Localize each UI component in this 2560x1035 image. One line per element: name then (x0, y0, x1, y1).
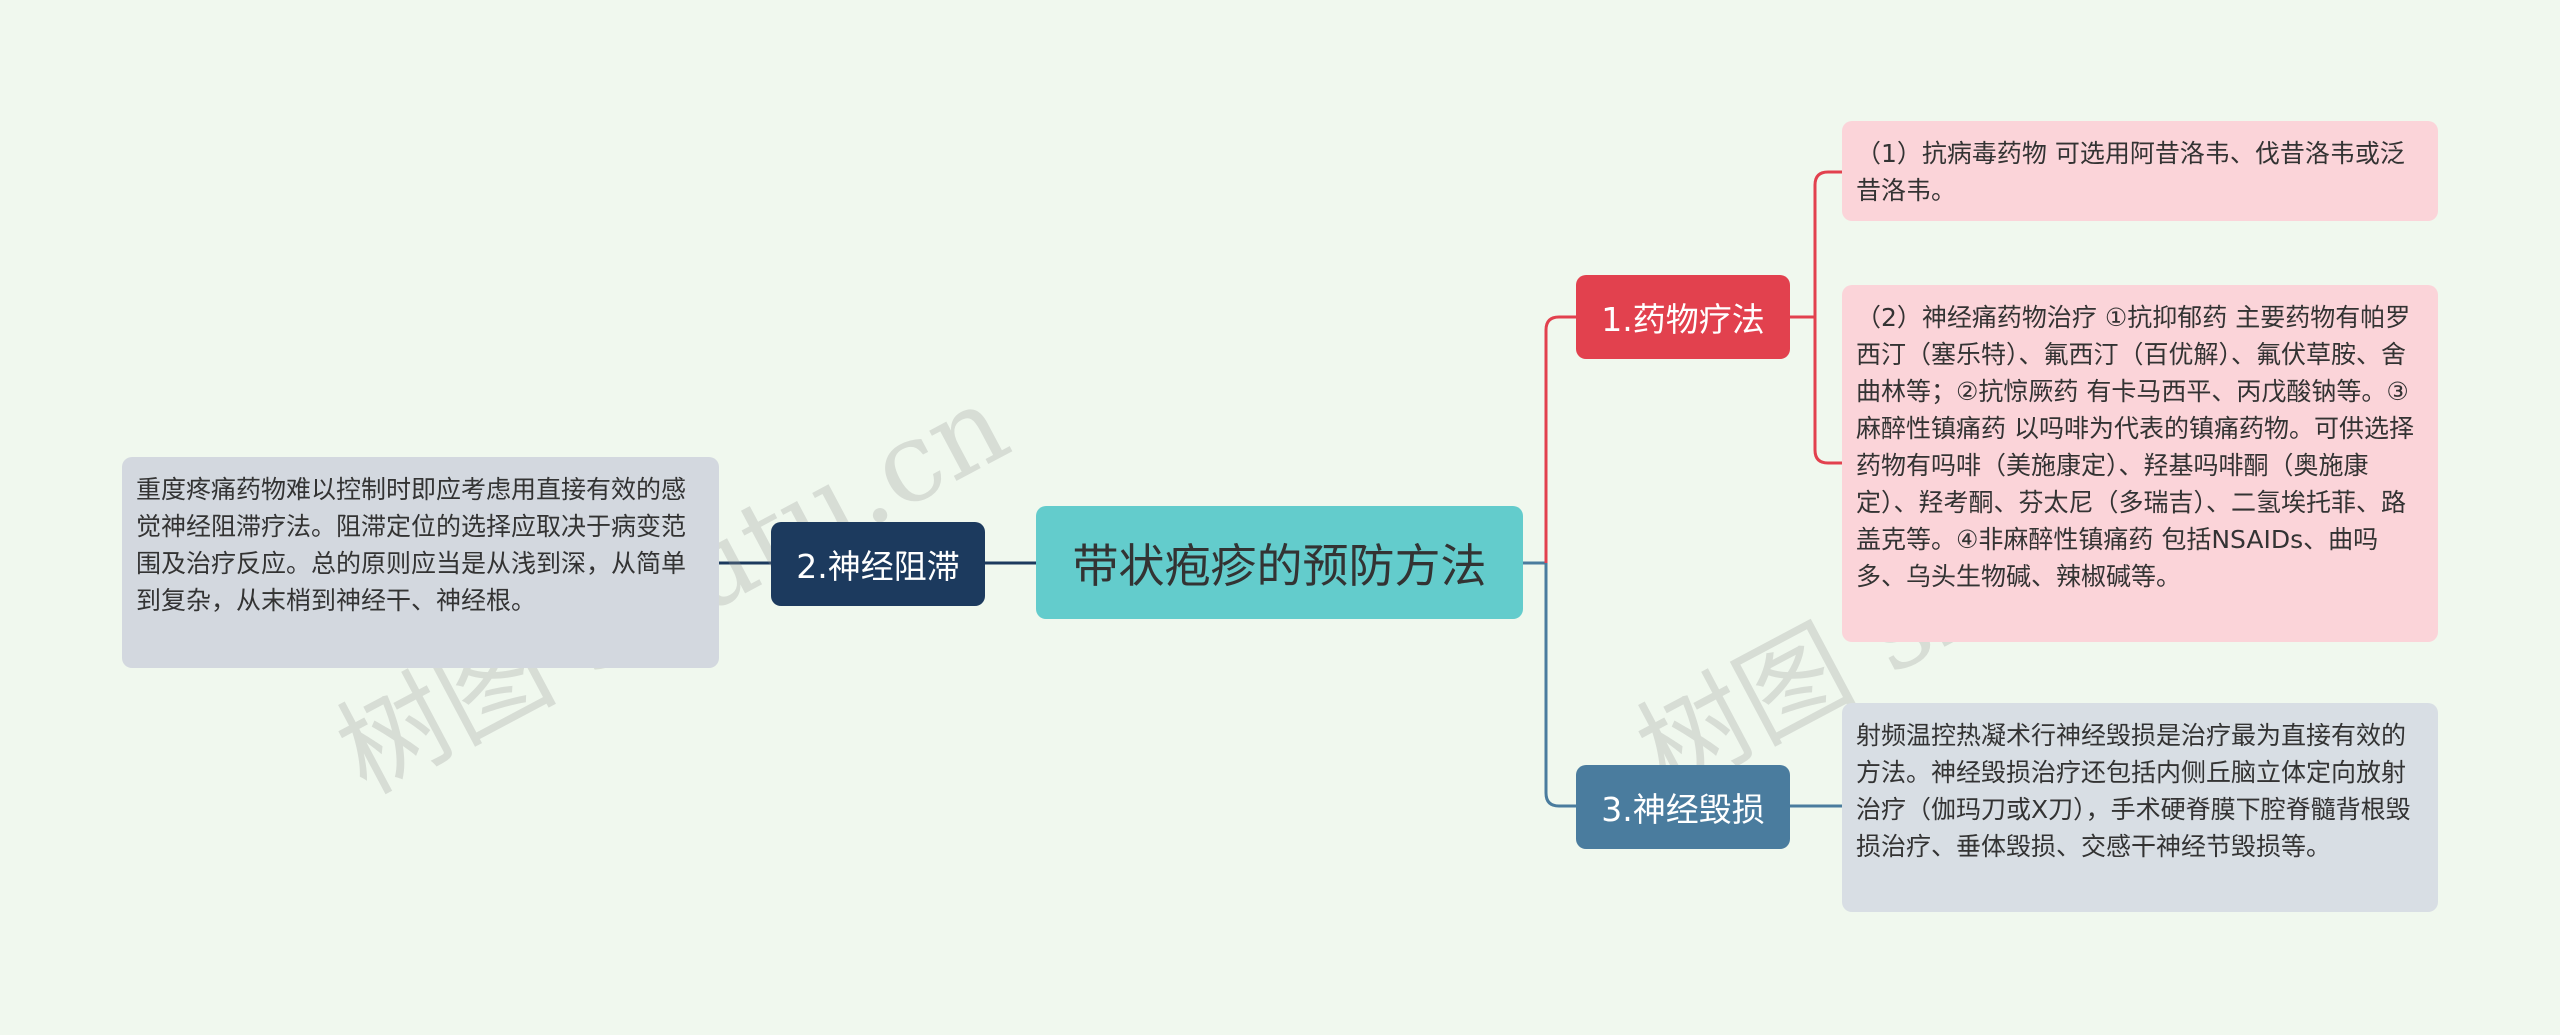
branch-nerve-destruction[interactable]: 3.神经毁损 (1576, 765, 1790, 849)
leaf-nerve-block-detail[interactable]: 重度疼痛药物难以控制时即应考虑用直接有效的感觉神经阻滞疗法。阻滞定位的选择应取决… (122, 457, 719, 668)
branch-nerve-block-label: 2.神经阻滞 (796, 547, 960, 586)
branch-drug-therapy-label: 1.药物疗法 (1601, 300, 1765, 339)
branch-nerve-block[interactable]: 2.神经阻滞 (771, 522, 985, 606)
link-root-branch3 (1544, 563, 1576, 808)
link-branch1-leaf2 (1813, 317, 1842, 465)
leaf-nerve-destruction-detail[interactable]: 射频温控热凝术行神经毁损是治疗最为直接有效的方法。神经毁损治疗还包括内侧丘脑立体… (1842, 703, 2438, 912)
leaf-antiviral-drugs[interactable]: （1）抗病毒药物 可选用阿昔洛韦、伐昔洛韦或泛昔洛韦。 (1842, 121, 2438, 221)
leaf-neuralgia-drugs[interactable]: （2）神经痛药物治疗 ①抗抑郁药 主要药物有帕罗西汀（塞乐特）、氟西汀（百优解）… (1842, 285, 2438, 642)
link-branch1-leaf1 (1813, 170, 1842, 317)
branch-drug-therapy[interactable]: 1.药物疗法 (1576, 275, 1790, 359)
root-topic[interactable]: 带状疱疹的预防方法 (1036, 506, 1523, 619)
link-root-branch1 (1544, 315, 1576, 563)
branch-nerve-destruction-label: 3.神经毁损 (1601, 790, 1765, 829)
root-topic-label: 带状疱疹的预防方法 (1072, 538, 1487, 593)
